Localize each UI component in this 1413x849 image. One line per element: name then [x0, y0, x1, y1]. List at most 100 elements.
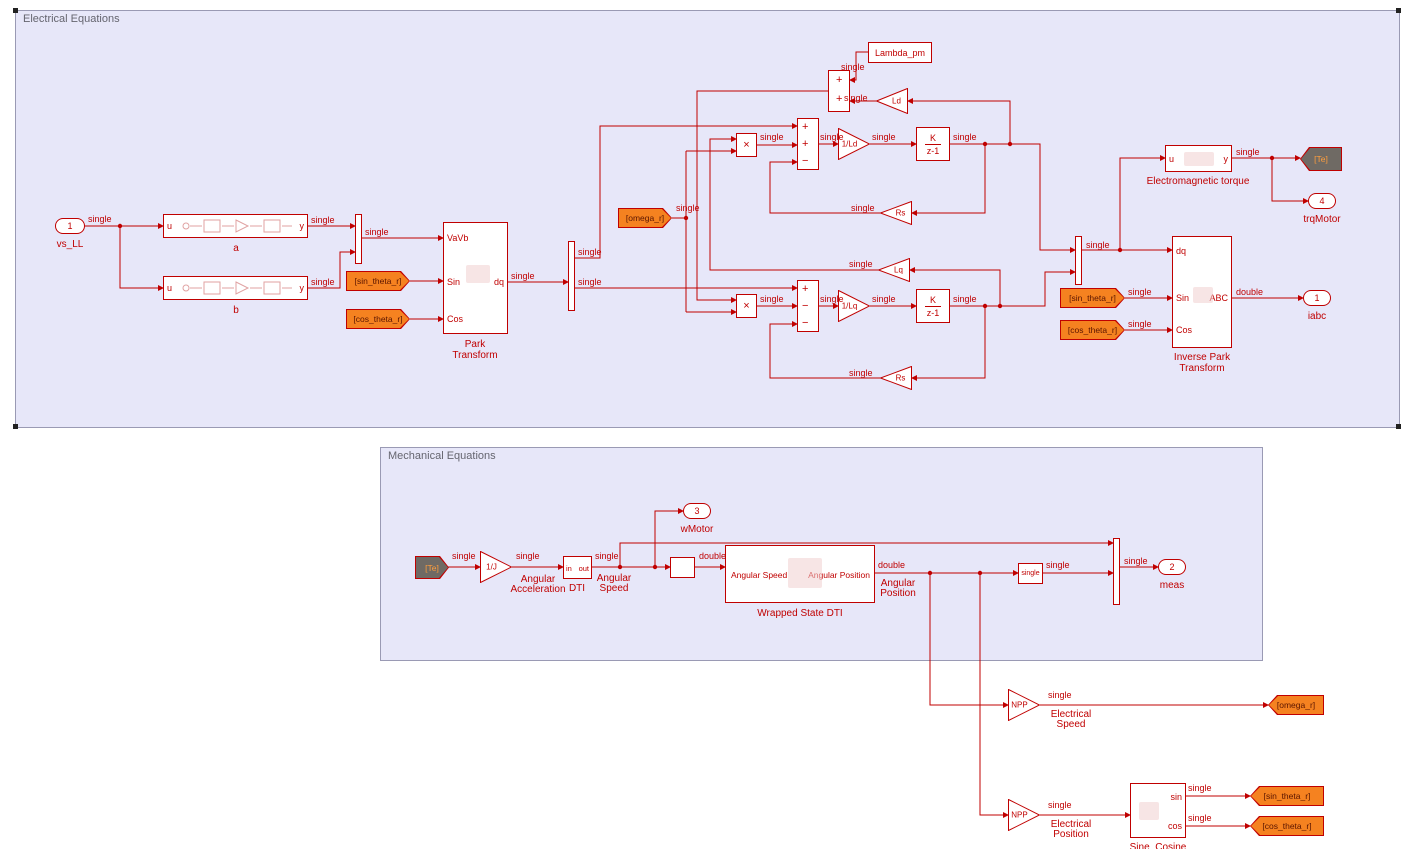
product-block-d[interactable]: × — [736, 133, 757, 157]
port-label-y: y — [299, 283, 305, 293]
gain-rs-q[interactable]: Rs — [880, 366, 912, 390]
goto-tag-cos-theta[interactable]: [cos_theta_r] — [1250, 816, 1324, 836]
goto-tag-cos-theta-label: [cos_theta_r] — [1251, 817, 1323, 835]
angular-position-caption-2: Position — [880, 588, 916, 599]
constant-lambda-pm[interactable]: Lambda_pm — [868, 42, 932, 63]
inport-vs-ll-number: 1 — [67, 221, 73, 231]
data-type-conversion-single[interactable]: single — [1018, 563, 1043, 584]
wrapped-state-dti-block[interactable]: Angular Speed Angular Position — [725, 545, 875, 603]
sine-cosine-caption: Sine_Cosine — [1129, 842, 1187, 849]
goto-tag-sin-theta[interactable]: [sin_theta_r] — [1250, 786, 1324, 806]
outport-trqmotor-caption: trqMotor — [1303, 214, 1341, 225]
fraction-bar — [925, 305, 941, 307]
gain-inv-ld-label: 1/Ld — [841, 139, 858, 149]
from-tag-sin-theta-invpark[interactable]: [sin_theta_r] — [1060, 288, 1125, 308]
electrical-position-caption-1: Electrical — [1050, 819, 1092, 830]
outport-meas[interactable]: 2 — [1158, 559, 1186, 575]
inport-vs-ll-caption: vs_LL — [56, 239, 84, 250]
block-watermark — [788, 558, 822, 588]
sum-sign: + — [836, 93, 843, 105]
gain-rs-label: Rs — [895, 208, 906, 218]
integrator-numerator: K — [929, 294, 936, 305]
from-tag-cos-theta-invpark[interactable]: [cos_theta_r] — [1060, 320, 1125, 340]
data-type-conversion-double[interactable] — [670, 557, 695, 578]
transfer-block-b[interactable]: u y — [163, 276, 308, 300]
from-tag-cos-theta-label: [cos_theta_r] — [347, 310, 409, 328]
angular-speed-caption-1: Angular — [596, 573, 632, 584]
mux-vab[interactable] — [355, 214, 362, 264]
block-a-caption: a — [233, 243, 239, 254]
block-watermark — [1193, 287, 1213, 303]
gain-npp-label: NPP — [1011, 810, 1028, 820]
gain-npp-label: NPP — [1011, 700, 1028, 710]
outport-wmotor[interactable]: 3 — [683, 503, 711, 519]
from-tag-cos-theta-label: [cos_theta_r] — [1061, 321, 1124, 339]
sum-block-q[interactable]: + − − — [797, 280, 819, 332]
selection-handle[interactable] — [1396, 8, 1401, 13]
dti-block[interactable]: in out — [563, 556, 592, 579]
from-tag-omega[interactable]: [omega_r] — [618, 208, 672, 228]
gain-lq[interactable]: Lq — [878, 258, 910, 282]
from-tag-cos-theta[interactable]: [cos_theta_r] — [346, 309, 410, 329]
wrapped-state-dti-caption: Wrapped State DTI — [757, 608, 843, 619]
selection-handle[interactable] — [1396, 424, 1401, 429]
park-transform-block[interactable]: VaVb Sin Cos dq — [443, 222, 508, 334]
angular-acceleration-caption-1: Angular — [520, 574, 556, 585]
port-label-dq: dq — [1176, 246, 1187, 256]
inport-vs-ll[interactable]: 1 — [55, 218, 85, 234]
inverse-park-transform-block[interactable]: dq Sin Cos ABC — [1172, 236, 1232, 348]
gain-1j[interactable]: 1/J — [480, 551, 512, 583]
signal-wires[interactable] — [85, 51, 1309, 829]
outport-number: 4 — [1319, 196, 1325, 206]
product-block-q[interactable]: × — [736, 294, 757, 318]
port-label-u: u — [167, 221, 173, 231]
invpark-caption-1: Inverse Park — [1173, 352, 1231, 363]
goto-tag-omega[interactable]: [omega_r] — [1268, 695, 1324, 715]
block-b-caption: b — [233, 305, 239, 316]
selection-handle[interactable] — [13, 424, 18, 429]
sine-cosine-block[interactable]: sin cos — [1130, 783, 1186, 838]
electromagnetic-torque-block[interactable]: u y — [1165, 145, 1232, 172]
demux-dq[interactable] — [568, 241, 575, 311]
gain-1j-label: 1/J — [486, 562, 497, 572]
outport-iabc-caption: iabc — [1307, 311, 1327, 322]
gain-npp-speed[interactable]: NPP — [1008, 689, 1040, 721]
port-label-in: in — [566, 564, 572, 573]
port-label-y: y — [299, 221, 305, 231]
goto-tag-te[interactable]: [Te] — [1300, 147, 1342, 171]
selection-handle[interactable] — [13, 8, 18, 13]
gain-ld[interactable]: Ld — [876, 88, 908, 114]
transfer-chain-graphic — [182, 281, 292, 295]
from-tag-sin-theta-label: [sin_theta_r] — [1061, 289, 1124, 307]
gain-npp-position[interactable]: NPP — [1008, 799, 1040, 831]
block-watermark — [1184, 152, 1214, 166]
from-tag-omega-label: [omega_r] — [619, 209, 671, 227]
port-label-abc: ABC — [1209, 293, 1228, 303]
mux-idq[interactable] — [1075, 236, 1082, 285]
outport-iabc[interactable]: 1 — [1303, 290, 1331, 306]
gain-rs-d[interactable]: Rs — [880, 201, 912, 225]
port-label-sin: sin — [1170, 792, 1182, 802]
mux-meas[interactable] — [1113, 538, 1120, 605]
gain-inv-lq[interactable]: 1/Lq — [838, 290, 870, 322]
transfer-block-a[interactable]: u y — [163, 214, 308, 238]
port-label-sin: Sin — [1176, 293, 1190, 303]
from-tag-sin-theta[interactable]: [sin_theta_r] — [346, 271, 410, 291]
sum-block-flux[interactable]: + + — [828, 70, 850, 112]
outport-number: 1 — [1314, 293, 1320, 303]
electrical-position-caption-2: Position — [1053, 829, 1089, 840]
from-tag-te[interactable]: [Te] — [415, 556, 449, 579]
fraction-bar — [925, 143, 941, 145]
port-label-sin: Sin — [447, 277, 461, 287]
sum-block-d[interactable]: + + − — [797, 118, 819, 170]
sum-sign: + — [802, 283, 809, 295]
port-label-dq: dq — [493, 277, 504, 287]
park-caption-2: Transform — [452, 350, 498, 361]
outport-trqmotor[interactable]: 4 — [1308, 193, 1336, 209]
gain-lq-label: Lq — [894, 265, 903, 275]
gain-inv-ld[interactable]: 1/Ld — [838, 128, 870, 160]
sum-sign: − — [802, 155, 809, 167]
sum-sign: + — [802, 121, 809, 133]
